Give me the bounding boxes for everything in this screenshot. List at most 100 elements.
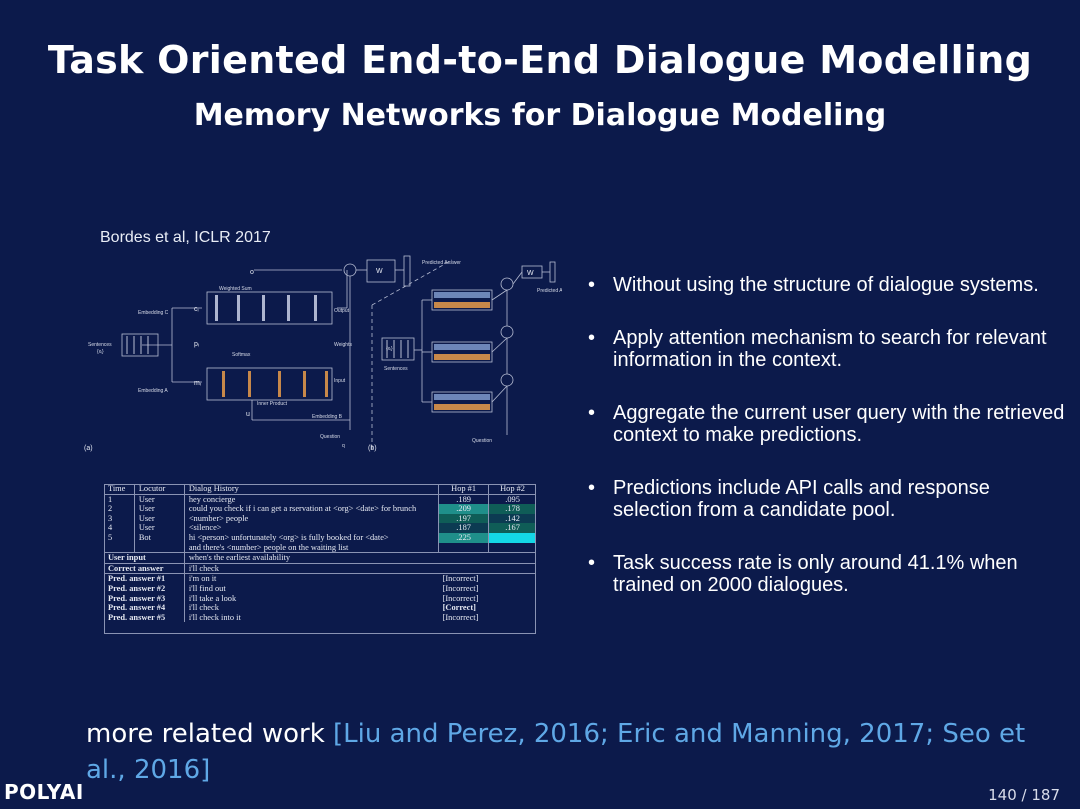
memory-strip-input [206,367,333,401]
polyai-logo: POLYAI [4,780,84,804]
label-ci: cᵢ [194,306,199,313]
label-inner-product: Inner Product [257,401,288,407]
prediction-row: Pred. answer #2 i'll find out [Incorrect… [104,583,536,594]
panel-b-label: (b) [368,445,377,452]
cell-text: could you check if i can get a rservatio… [184,504,440,514]
label-embedding-b: Embedding B [312,414,343,420]
cell-hop1: .197 [438,513,490,524]
label-mi: mᵢ [194,380,201,387]
slide-subtitle: Memory Networks for Dialogue Modeling [193,98,887,133]
cell-hop2: .095 [505,494,520,504]
table-header-row: Time Locutor Dialog History Hop #1 Hop #… [104,484,536,495]
related-work-references-link[interactable]: [Liu and Perez, 2016; Eric and Manning, … [86,719,1026,785]
cell-hop2: .178 [488,504,536,514]
related-work-footer: more related work [Liu and Perez, 2016; … [86,716,1026,788]
label-o: o [250,269,254,276]
cell-hop1: .225 [438,532,490,543]
prediction-label: Pred. answer #1 [108,574,166,584]
user-input-text: when's the earliest availability [184,552,536,564]
bullet-item: •Aggregate the current user query with t… [588,402,1068,446]
cell-time: 1 [104,494,135,505]
dialog-history-table: Time Locutor Dialog History Hop #1 Hop #… [104,484,536,623]
memory-network-diagram: Sentences {xᵢ} Embedding C Embedding A E… [84,255,562,452]
predicted-answer-bar-b [549,261,556,283]
cell-locutor: User [134,513,185,524]
label-weighted-sum: Weighted Sum [219,286,252,292]
label-sentences-b: Sentences [384,366,408,372]
prediction-text: i'll check [188,603,219,613]
label-q: q [342,443,345,449]
prediction-text: i'm on it [188,574,217,584]
cell-text: hey concierge [184,494,440,505]
bullet-item: • Predictions include API calls and respo… [588,477,1068,521]
cell-locutor: User [134,504,185,514]
figure-citation: Bordes et al, ICLR 2017 [100,229,271,246]
user-input-label: User input [108,553,146,563]
cell-text: hi <person> unfortunately <org> is fully… [184,532,440,543]
header-dialog-history: Dialog History [184,484,440,495]
table-row: and there's <number> people on the waiti… [104,542,536,554]
page-number: 140 / 187 [988,786,1060,804]
cell-hop2: .167 [488,523,536,533]
label-question: Question [320,434,340,440]
prediction-verdict: [Incorrect] [442,612,479,622]
label-embedding-a: Embedding A [138,388,168,394]
sentences-block [121,333,159,357]
bullet-text: Apply attention mechanism to search for … [613,327,1047,371]
cell-hop1: .187 [438,523,490,533]
bullet-dot-icon: • [588,327,596,349]
cell-locutor: User [134,494,185,505]
prediction-verdict: [Incorrect] [442,583,479,593]
bullet-list: • Without using the structure of dialogue… [588,274,1068,627]
cell-text: <number> people [184,513,440,524]
cell-hop2: .142 [488,513,536,524]
label-input: Input [334,378,346,384]
header-locutor: Locutor [134,484,185,495]
correct-answer-row: Correct answer i'll check [104,563,536,575]
sentences-block-b [381,337,415,361]
label-predicted-answer: Predicted Answer [422,260,461,266]
prediction-label: Pred. answer #4 [108,603,166,613]
related-work-prefix: more related work [86,719,334,749]
label-w-b: W [527,270,534,277]
bullet-text: Without using the structure of dialogue … [613,274,1039,296]
cell-time: 5 [104,532,135,543]
prediction-label: Pred. answer #2 [108,583,166,593]
cell-time: 4 [104,523,135,533]
w-matrix-box [366,259,396,283]
table-row: 5 Bot hi <person> unfortunately <org> is… [104,532,536,543]
memory-strip-output [206,291,333,325]
label-embedding-c: Embedding C [138,310,169,316]
label-u: u [246,411,250,418]
table-row: 2 User could you check if i can get a rs… [104,504,536,514]
bullet-text: Task success rate is only around 41.1% w… [613,552,1018,596]
panel-a-label: (a) [84,445,93,452]
label-predicted-answer-b: Predicted Answer [537,288,562,294]
prediction-row: Pred. answer #3 i'll take a look [Incorr… [104,593,536,604]
table-row: 3 User <number> people .197 .142 [104,513,536,524]
prediction-text: i'll check into it [188,612,241,622]
bullet-text: Aggregate the current user query with th… [613,402,1065,446]
bullet-text: Predictions include API calls and respon… [613,477,990,521]
prediction-row: Pred. answer #4 i'll check [Correct] [104,603,536,613]
table-row: 4 User <silence> .187 .167 [104,523,536,533]
prediction-verdict: [Incorrect] [442,593,479,603]
bullet-dot-icon: • [588,477,596,499]
cell-text: and there's <number> people on the waiti… [184,542,440,554]
label-w: W [376,268,383,275]
cell-time: 2 [104,504,135,514]
cell-hop1: .189 [438,494,490,505]
header-hop-2: Hop #2 [488,484,536,495]
user-input-row: User input when's the earliest availabil… [104,552,536,564]
label-xi: {xᵢ} [97,349,104,355]
bullet-dot-icon: • [588,552,596,574]
prediction-row: Pred. answer #1 i'm on it [Incorrect] [104,573,536,584]
prediction-label: Pred. answer #5 [108,612,166,622]
sum-node-a [343,263,357,277]
prediction-verdict: [Incorrect] [442,574,479,584]
prediction-verdict-correct: [Correct] [442,603,476,613]
label-xi-b: {xᵢ} [386,346,393,352]
sum-node-b3 [500,277,514,291]
header-hop-1: Hop #1 [438,484,490,495]
cell-hop2: .410 [488,532,536,543]
